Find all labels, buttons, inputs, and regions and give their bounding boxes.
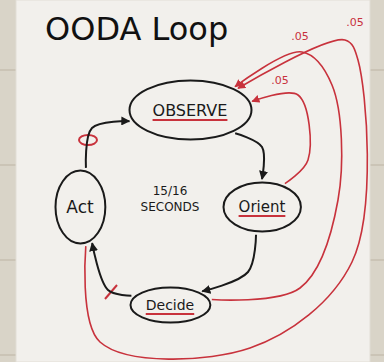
chart-title: OODA Loop <box>45 10 228 48</box>
stage-label: OBSERVE <box>153 101 228 120</box>
feedback-arrow <box>252 93 310 184</box>
loop-arrow <box>92 243 131 296</box>
stage-label: Orient <box>239 198 286 216</box>
flip-chart-paper <box>16 0 370 362</box>
stage-text-wrap: Act <box>66 197 93 217</box>
stage-label: Act <box>66 197 93 217</box>
loop-arrow <box>86 121 130 168</box>
time-label: .05 <box>269 74 291 87</box>
cycle-time-note: 15/16 SECONDS <box>138 184 202 215</box>
stage-text-wrap: Orient <box>239 198 286 216</box>
loop-arrow <box>235 133 264 179</box>
loop-stage: Decide <box>129 286 212 324</box>
stage-text-wrap: Decide <box>146 297 194 313</box>
loop-arrow <box>202 235 256 292</box>
loop-stage: OBSERVE <box>128 79 253 141</box>
stage-label: Decide <box>146 297 194 313</box>
loop-stage: Act <box>54 169 107 245</box>
feedback-arrow <box>85 40 367 359</box>
loop-stage: Orient <box>222 181 302 233</box>
stage-text-wrap: OBSERVE <box>153 101 228 120</box>
time-label: .05 <box>344 16 366 29</box>
time-label: .05 <box>289 30 311 43</box>
